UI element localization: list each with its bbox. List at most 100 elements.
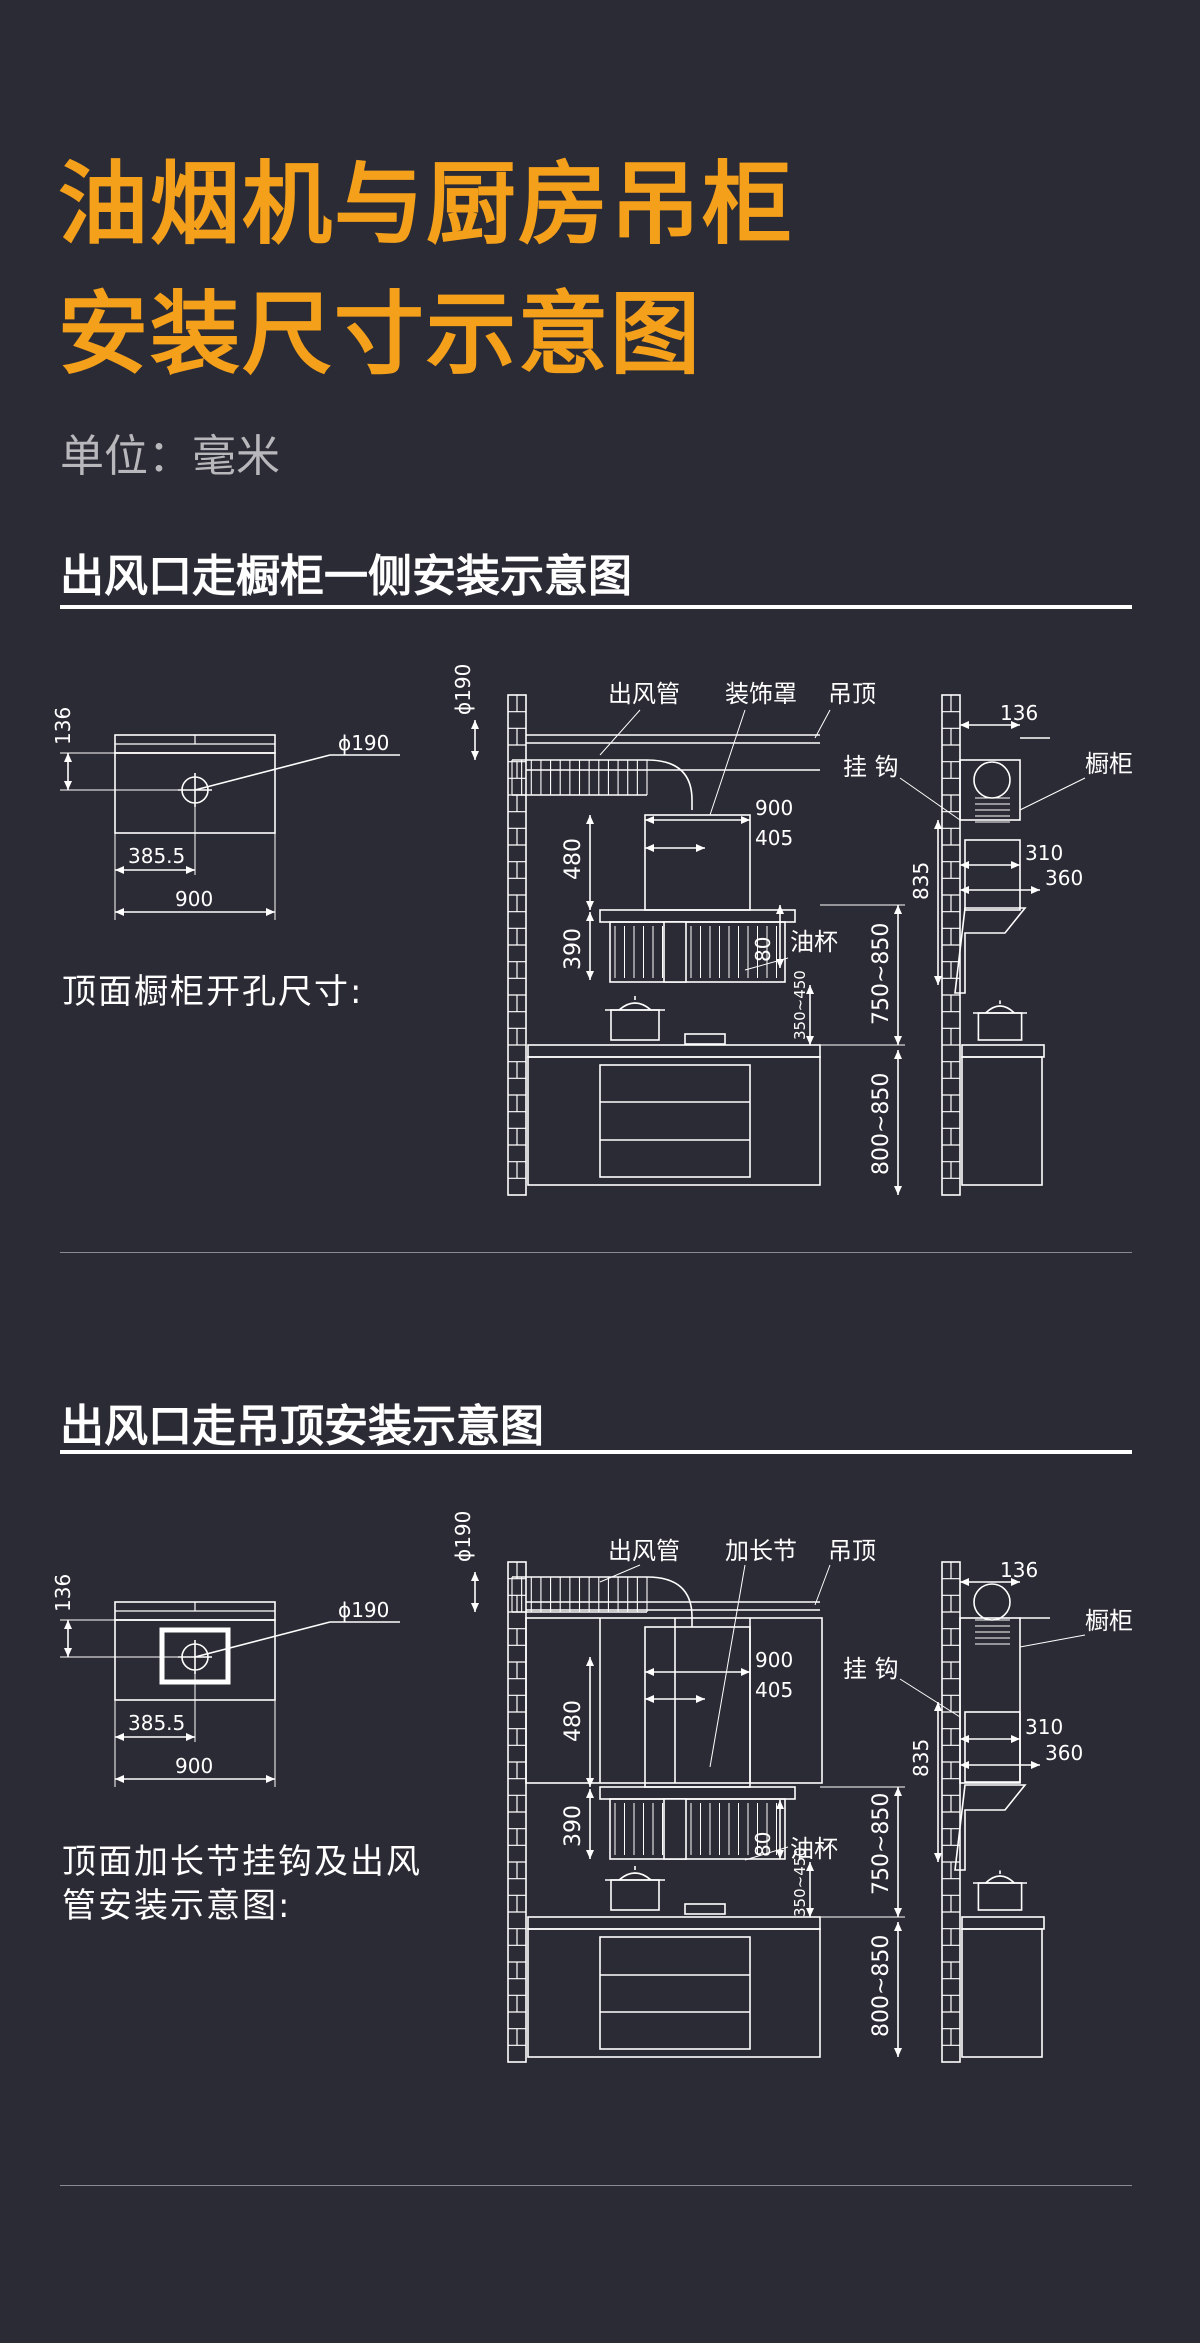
ceiling-label: 吊顶: [828, 680, 876, 708]
side-base-cabinet: [961, 1056, 1043, 1186]
front-inner-label: 405: [755, 826, 793, 850]
height-390-label: 390: [561, 1805, 586, 1847]
side-hood-chimney: [964, 839, 1021, 911]
arrow-head: [960, 1735, 969, 1743]
arrow-head: [186, 866, 195, 874]
arrow-head: [696, 1695, 705, 1703]
arrow-head: [1031, 886, 1040, 894]
cover-leader: [709, 1564, 746, 1768]
duct-diameter-label: ϕ190: [451, 1511, 475, 1562]
arrow-head: [894, 1787, 902, 1796]
arrow-head: [115, 866, 124, 874]
pot: [977, 1882, 1023, 1911]
dia-leader: [194, 754, 331, 791]
arrow-head: [776, 905, 784, 914]
arrow-head: [894, 905, 902, 914]
oil-cup-leader: [744, 1846, 789, 1861]
side-136-label: 136: [1000, 701, 1038, 725]
pot-lid: [618, 1872, 652, 1881]
ceiling-label: 吊顶: [828, 1537, 876, 1565]
arrow-head: [776, 1850, 784, 1859]
arrow-head: [471, 751, 479, 760]
side-duct: [973, 761, 1011, 799]
height-80-label: 80: [751, 1832, 775, 1857]
section-2-caption: 顶面加长节挂钩及出风管安装示意图:: [62, 1842, 422, 1927]
arrow-head: [266, 1775, 275, 1783]
cabinet-leader: [1019, 777, 1086, 811]
hole-diameter-label: ϕ190: [338, 731, 389, 755]
side-360-label: 360: [1045, 866, 1083, 890]
full-width-label: 900: [175, 887, 213, 911]
arrow-head: [586, 901, 594, 910]
pot-lid: [985, 1005, 1015, 1014]
full-width-label: 900: [175, 1754, 213, 1778]
burner: [684, 1903, 726, 1915]
arrow-head: [894, 1036, 902, 1045]
fan-center: [663, 921, 687, 983]
hood-chimney: [644, 814, 751, 911]
pot: [610, 1879, 660, 1911]
pot: [610, 1009, 660, 1041]
cabinet-leader: [1019, 1634, 1086, 1648]
arrow-head: [115, 1775, 124, 1783]
front-inner-label: 405: [755, 1678, 793, 1702]
height-350-label: 350~450: [791, 1847, 809, 1917]
hood-body: [599, 909, 796, 923]
arrow-head: [586, 1850, 594, 1859]
arrow-head: [586, 1657, 594, 1666]
unit-label: 单位：毫米: [60, 431, 280, 482]
arrow-head: [960, 1761, 969, 1769]
arrow-head: [645, 816, 654, 824]
cover-label: 装饰罩: [725, 680, 797, 708]
height-390-label: 390: [561, 928, 586, 970]
arrow-head: [934, 1702, 942, 1711]
duct-diameter-label: ϕ190: [451, 664, 475, 715]
height-750-label: 750~850: [869, 923, 894, 1025]
arrow-head: [64, 753, 72, 762]
arrow-head: [894, 1050, 902, 1059]
half-width-label: 385.5: [128, 844, 185, 868]
arrow-head: [1011, 1578, 1020, 1586]
hood-chimney: [644, 1626, 751, 1788]
cover-leader: [709, 709, 746, 816]
height-480-label: 480: [561, 1700, 586, 1742]
ceiling-leader: [814, 1564, 831, 1606]
arrow-head: [960, 861, 969, 869]
side-835-label: 835: [909, 1739, 933, 1777]
arrow-head: [645, 1668, 654, 1676]
arrow-head: [586, 1778, 594, 1787]
burner: [684, 1033, 726, 1045]
section-2-divider: [60, 2185, 1132, 2186]
side-hood-chimney: [964, 1711, 1021, 1783]
side-cabinet: [959, 759, 1021, 821]
hook-leader: [899, 777, 961, 821]
oil-cup-label: 油杯: [790, 1835, 838, 1863]
arrow-head: [960, 886, 969, 894]
cabinet-label: 橱柜: [1085, 750, 1133, 778]
cover-label: 加长节: [725, 1537, 797, 1565]
hood-fan: [609, 921, 786, 983]
arrow-head: [586, 912, 594, 921]
arrow-head: [115, 908, 124, 916]
pot-lid: [985, 1875, 1015, 1884]
duct-label: 出风管: [608, 680, 680, 708]
duct-leader: [599, 1564, 641, 1583]
side-cabinet: [959, 1617, 1021, 1784]
side-hood: [954, 907, 1027, 994]
oil-cup-label: 油杯: [790, 928, 838, 956]
arrow-head: [806, 1908, 814, 1917]
side-view: 136310360835挂 钩橱柜: [843, 694, 1133, 1196]
dia-leader: [194, 1621, 331, 1658]
ceiling-leader: [814, 709, 831, 739]
side-835-label: 835: [909, 862, 933, 900]
section-2-title: 出风口走吊顶安装示意图: [60, 1401, 544, 1452]
base-cabinet: [527, 1928, 821, 2058]
side-310-label: 310: [1025, 841, 1063, 865]
arrow-head: [645, 1695, 654, 1703]
section-1-divider: [60, 1252, 1132, 1253]
arrow-head: [115, 1733, 124, 1741]
